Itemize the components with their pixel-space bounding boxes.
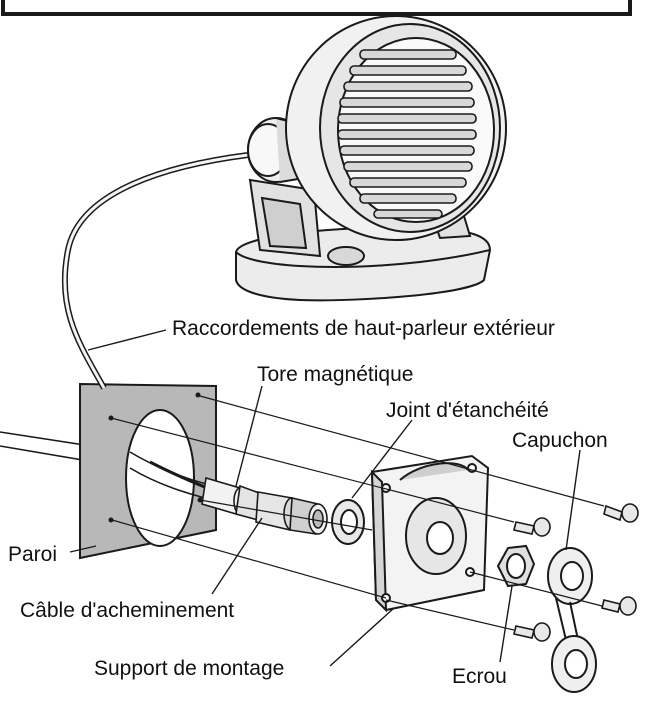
speaker-grille	[337, 49, 477, 219]
label-cable-acheminement: Câble d'acheminement	[20, 599, 235, 622]
wall-hole	[125, 409, 195, 547]
cap	[547, 547, 597, 693]
leader-capuchon	[565, 449, 581, 551]
wall-hole-screw-3	[108, 517, 114, 523]
leader-tore	[235, 385, 263, 487]
wall-hole-screw-2	[195, 392, 201, 398]
screw-1	[603, 503, 639, 523]
header-frame	[1, 0, 632, 16]
label-capuchon: Capuchon	[512, 429, 608, 452]
label-raccordements: Raccordements de haut-parleur extérieur	[172, 317, 555, 340]
leader-joint	[351, 419, 413, 499]
gasket-ring	[331, 499, 365, 545]
mounting-bracket	[370, 454, 490, 613]
screw-3	[601, 596, 637, 616]
wall-plate	[79, 382, 217, 560]
label-tore-magnetique: Tore magnétique	[257, 363, 414, 386]
label-paroi: Paroi	[8, 543, 58, 566]
speaker-cable	[61, 152, 249, 390]
leader-ecrou	[499, 585, 513, 663]
leader-cable	[211, 517, 263, 595]
screw-2	[513, 517, 551, 537]
label-support-montage: Support de montage	[94, 657, 285, 680]
label-ecrou: Ecrou	[452, 665, 507, 688]
alignment-lines	[110, 395, 605, 631]
screw-4	[513, 622, 551, 642]
connector-plug	[255, 491, 328, 535]
leader-paroi	[69, 545, 97, 553]
leader-lines	[69, 329, 581, 667]
label-joint-etancheite: Joint d'étanchéité	[386, 399, 549, 422]
leader-raccordements	[87, 329, 167, 351]
hex-nut	[496, 544, 536, 588]
leader-support	[329, 607, 395, 667]
